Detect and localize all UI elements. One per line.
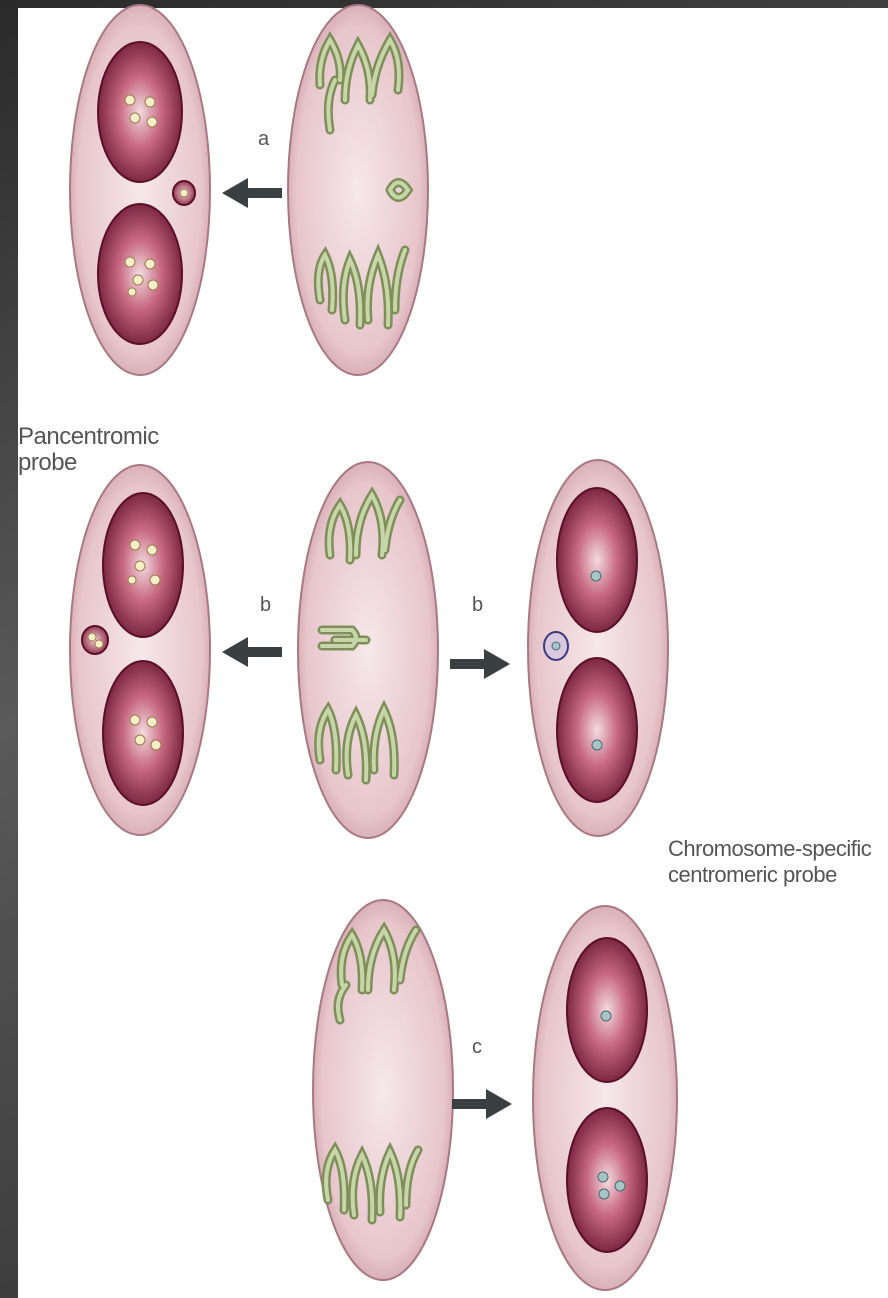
cell-daughter-a xyxy=(70,5,210,375)
cell-daughter-b-left xyxy=(70,465,210,835)
nucleus xyxy=(557,488,637,632)
cell-anaphase-a xyxy=(288,5,428,375)
nucleus xyxy=(557,658,637,802)
arrow-left-a xyxy=(222,178,282,208)
arrow-right-c xyxy=(452,1089,512,1119)
step-label-c: c xyxy=(472,1036,482,1059)
nucleus xyxy=(98,42,182,182)
label-chromosome-specific-probe: Chromosome-specific centromeric probe xyxy=(668,836,888,888)
cell-anaphase-c xyxy=(313,900,453,1280)
nucleus xyxy=(103,661,183,805)
step-label-b-right: b xyxy=(472,594,483,617)
cell-daughter-b-right xyxy=(528,460,668,836)
nucleus xyxy=(567,938,647,1082)
cell-anaphase-b xyxy=(298,462,438,838)
cell-daughter-c xyxy=(533,906,677,1290)
arrow-left-b xyxy=(222,637,282,667)
label-pancentromic-probe: Pancentromic probe xyxy=(18,424,178,476)
step-label-b-left: b xyxy=(260,594,271,617)
step-label-a: a xyxy=(258,128,269,151)
arrow-right-b xyxy=(450,649,510,679)
nucleus xyxy=(98,204,182,344)
